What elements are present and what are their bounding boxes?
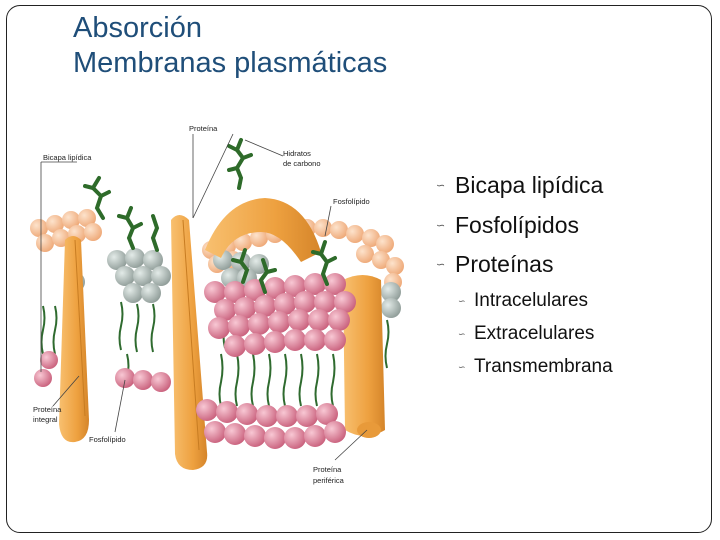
sub-bullet-extracelulares: ∽ Extracelulares [436, 318, 706, 351]
slide-title: Absorción Membranas plasmáticas [73, 11, 633, 81]
wave-bullet-icon: ∽ [458, 328, 466, 339]
label-fosfolipido-bottom: Fosfolípido [89, 435, 126, 444]
label-hidratos-1: Hidratos [283, 149, 311, 158]
pink-lipid-heads [34, 273, 356, 449]
bullet-text: Extracelulares [474, 323, 595, 344]
label-proteina-periferica-1: Proteína [313, 465, 342, 474]
bullet-bicapa: ∽ Bicapa lipídica [436, 166, 706, 206]
title-line-1: Absorción [73, 12, 202, 44]
wave-bullet-icon: ∽ [436, 180, 446, 193]
membrane-svg: Proteína Bicapa lipídica Hidratos de car… [30, 124, 404, 485]
label-proteina-periferica-2: periférica [313, 476, 345, 485]
sub-bullet-transmembrana: ∽ Transmembrana [436, 351, 706, 384]
bullet-fosfolipidos: ∽ Fosfolípidos [436, 206, 706, 246]
label-bicapa: Bicapa lipídica [43, 153, 92, 162]
bullet-proteinas: ∽ Proteínas [436, 245, 706, 285]
label-proteina-integral-2: integral [33, 415, 58, 424]
carbohydrate-chains [83, 138, 337, 294]
label-leader-lines [40, 133, 368, 461]
wave-bullet-icon: ∽ [436, 259, 446, 272]
bullet-text: Fosfolípidos [455, 211, 580, 238]
bullet-text: Intracelulares [474, 290, 589, 311]
figure-labels: Proteína Bicapa lipídica Hidratos de car… [33, 124, 370, 485]
wave-bullet-icon: ∽ [436, 219, 446, 232]
title-line-2: Membranas plasmáticas [73, 47, 388, 79]
wave-bullet-icon: ∽ [458, 295, 466, 306]
label-fosfolipido-top: Fosfolípido [333, 197, 370, 206]
sub-bullet-intracelulares: ∽ Intracelulares [436, 285, 706, 318]
label-proteina-integral-1: Proteína [33, 405, 62, 414]
bullet-list: ∽ Bicapa lipídica ∽ Fosfolípidos ∽ Proteína… [436, 166, 706, 384]
label-hidratos-2: de carbono [283, 159, 321, 168]
label-proteina: Proteína [189, 124, 218, 133]
wave-bullet-icon: ∽ [458, 361, 466, 372]
bullet-text: Proteínas [455, 251, 554, 278]
bullet-text: Transmembrana [474, 356, 613, 377]
membrane-illustration: Proteína Bicapa lipídica Hidratos de car… [25, 110, 425, 502]
left-integral-protein [59, 236, 89, 443]
slide-frame [6, 5, 712, 533]
bullet-text: Bicapa lipídica [455, 172, 604, 199]
